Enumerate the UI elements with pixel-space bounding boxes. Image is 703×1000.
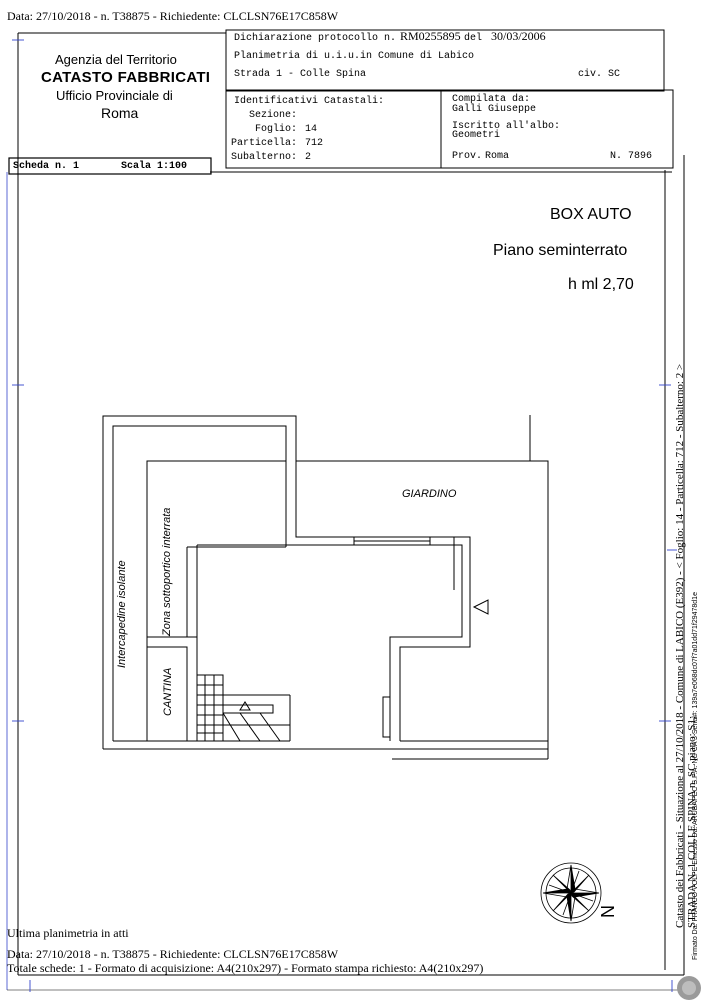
sheet-box	[8, 157, 212, 175]
subalterno-value: 2	[305, 152, 312, 163]
room-label-intercapedine: Intercapedine isolante	[116, 560, 128, 668]
compiled-by-label: Compilata da:	[452, 94, 531, 105]
prov-value: Roma	[485, 151, 510, 162]
number-value: 7896	[628, 151, 653, 162]
side-text-signature: Firmato Da: FRANCO VOLPE Emesso Da: ARUB…	[692, 592, 699, 960]
north-label: N	[598, 905, 618, 918]
agency-line2: CATASTO FABBRICATI	[41, 69, 211, 86]
footer-data-line: Data: 27/10/2018 - n. T38875 - Richieden…	[7, 947, 339, 961]
side-text-situazione: Catasto dei Fabbricati - Situazione al 2…	[674, 363, 686, 928]
particella-value: 712	[305, 138, 324, 149]
compass-rose-icon	[540, 862, 602, 924]
civic-number: civ. SC	[578, 69, 621, 80]
foglio-label: Foglio:	[255, 124, 298, 135]
last-plan-note: Ultima planimetria in atti	[7, 926, 129, 940]
date-label: del	[464, 33, 483, 44]
registered-label: Iscritto all'albo:	[452, 121, 561, 132]
plan-floor: Piano seminterrato	[493, 242, 628, 259]
room-label-cantina: CANTINA	[162, 667, 174, 716]
print-header: Data: 27/10/2018 - n. T38875 - Richieden…	[7, 9, 339, 23]
sheet-scale: Scala 1:100	[121, 161, 188, 172]
sheet-number: Scheda n. 1	[13, 161, 80, 172]
foglio-value: 14	[305, 124, 318, 135]
declaration-date: 30/03/2006	[491, 29, 546, 43]
room-label-zona: Zona sottoportico interrata	[161, 507, 173, 636]
cadastral-title: Identificativi Catastali:	[234, 96, 385, 107]
agency-line4: Roma	[101, 105, 139, 121]
protocol-number: RM0255895	[400, 29, 461, 43]
compiled-by-name: Galli Giuseppe	[452, 104, 537, 115]
sezione-label: Sezione:	[249, 110, 298, 121]
room-label-giardino: GIARDINO	[402, 488, 457, 500]
number-label: N.	[610, 151, 623, 162]
municipality-line: Planimetria di u.i.u.in Comune di Labico	[234, 51, 475, 62]
plan-height: h ml 2,70	[568, 276, 634, 293]
plan-title: BOX AUTO	[550, 206, 632, 223]
agency-line1: Agenzia del Territorio	[55, 52, 177, 67]
registered-value: Geometri	[452, 130, 501, 141]
protocol-label: Dichiarazione protocollo n.	[234, 33, 397, 44]
prov-label: Prov.	[452, 151, 483, 162]
seal-icon	[677, 976, 701, 1000]
address: Strada 1 - Colle Spina	[234, 69, 367, 80]
particella-label: Particella:	[231, 138, 298, 149]
cadastral-box	[225, 89, 674, 169]
agency-line3: Ufficio Provinciale di	[56, 88, 173, 103]
footer-totals: Totale schede: 1 - Formato di acquisizio…	[7, 961, 484, 975]
subalterno-label: Subalterno:	[231, 152, 298, 163]
